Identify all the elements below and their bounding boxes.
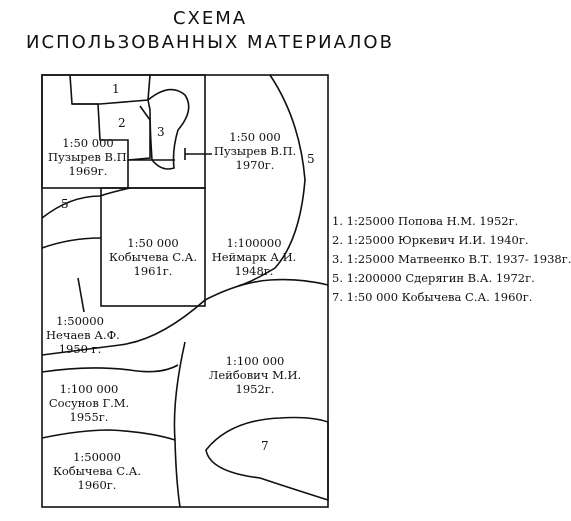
sheet-year: 1948г. — [234, 264, 274, 278]
sheet-scale: 1:50000 — [56, 314, 104, 328]
region-5-boundary — [41, 187, 131, 219]
sheet-sosunov-label: 1:100 000 Сосунов Г.М. 1955г. — [44, 382, 134, 424]
sheet-leibovich-label: 1:100 000 Лейбович М.И. 1952г. — [205, 354, 305, 396]
sheet-year: 1960г. — [77, 478, 117, 492]
kobycheva-1960-upper-boundary — [41, 429, 176, 441]
sheet-author: Пузырев В.П. — [48, 150, 131, 164]
region-1-number: 1 — [112, 82, 120, 96]
sheet-author: Кобычева С.А. — [108, 250, 198, 264]
map-title-line1: СХЕМА — [172, 8, 248, 29]
sheet-kobycheva-1961-label: 1:50 000 Кобычева С.А. 1961г. — [103, 236, 203, 278]
sheet-year: 1970г. — [235, 158, 275, 172]
sheet-kobycheva-1960-label: 1:50000 Кобычева С.А. 1960г. — [52, 450, 142, 492]
sheet-scale: 1:100 000 — [225, 354, 285, 368]
leibovich-upper-boundary — [41, 278, 329, 356]
map-title-line2: ИСПОЛЬЗОВАННЫХ МАТЕРИАЛОВ — [26, 32, 394, 53]
region-7-number: 7 — [261, 439, 269, 453]
sheet-scale: 1:50 000 — [62, 136, 114, 150]
sheet-author: Кобычева С.А. — [52, 464, 142, 478]
sheet-nechaev-label: 1:50000 Нечаев А.Ф. 1950 г. — [46, 314, 120, 356]
sheet-puzyrev-1969-label: 1:50 000 Пузырев В.П. 1969г. — [48, 136, 131, 178]
sheet-year: 1961г. — [133, 264, 173, 278]
sheet-kobycheva-1961-box — [100, 187, 206, 307]
region-5-right-number: 5 — [307, 152, 315, 166]
sheet-author: Нечаев А.Ф. — [46, 328, 120, 342]
region-3-outline — [147, 88, 190, 170]
legend-item-2: 2. 1:25000 Юркевич И.И. 1940г. — [332, 233, 529, 247]
sheet-puzyrev-1970-label: 1:50 000 Пузырев В.П. 1970г. — [210, 130, 300, 172]
sheet-puzyrev-1970-boundary — [237, 74, 306, 287]
sheet-year: 1952г. — [235, 382, 275, 396]
sheet-year: 1950 г. — [58, 342, 102, 356]
sheet-year: 1969г. — [68, 164, 108, 178]
region-divider-small — [127, 159, 175, 188]
sheet-scale: 1:100 000 — [59, 382, 119, 396]
legend-item-7: 7. 1:50 000 Кобычева С.А. 1960г. — [332, 290, 533, 304]
sheet-author: Лейбович М.И. — [208, 368, 302, 382]
region-5-left-number: 5 — [61, 197, 69, 211]
nechaev-upper-boundary — [41, 237, 102, 249]
sheet-scale: 1:100000 — [226, 236, 282, 250]
map-legend: 1. 1:25000 Попова Н.М. 1952г. 2. 1:25000… — [332, 212, 571, 307]
sheet-scale: 1:50000 — [73, 450, 121, 464]
sheet-year: 1955г. — [69, 410, 109, 424]
sheet-author: Пузырев В.П. — [213, 144, 297, 158]
sheet-author: Неймарк А.И. — [211, 250, 297, 264]
region-2-number: 2 — [118, 116, 126, 130]
sheet-author: Сосунов Г.М. — [48, 396, 130, 410]
sheet-scale: 1:50 000 — [229, 130, 281, 144]
legend-item-3: 3. 1:25000 Матвеенко В.Т. 1937- 1938г.г. — [332, 252, 571, 266]
region-3-number: 3 — [157, 125, 165, 139]
legend-item-1: 1. 1:25000 Попова Н.М. 1952г. — [332, 214, 519, 228]
nechaev-inner-line — [77, 277, 85, 313]
sosunov-upper-boundary — [41, 364, 179, 373]
legend-item-5: 5. 1:200000 Сдерягин В.А. 1972г. — [332, 271, 535, 285]
label-leader-line — [184, 148, 212, 160]
sheet-scale: 1:50 000 — [127, 236, 179, 250]
region-7-outline — [205, 416, 329, 502]
region-1-outline — [69, 74, 151, 105]
sheet-neimark-label: 1:100000 Неймарк А.И. 1948г. — [210, 236, 298, 278]
